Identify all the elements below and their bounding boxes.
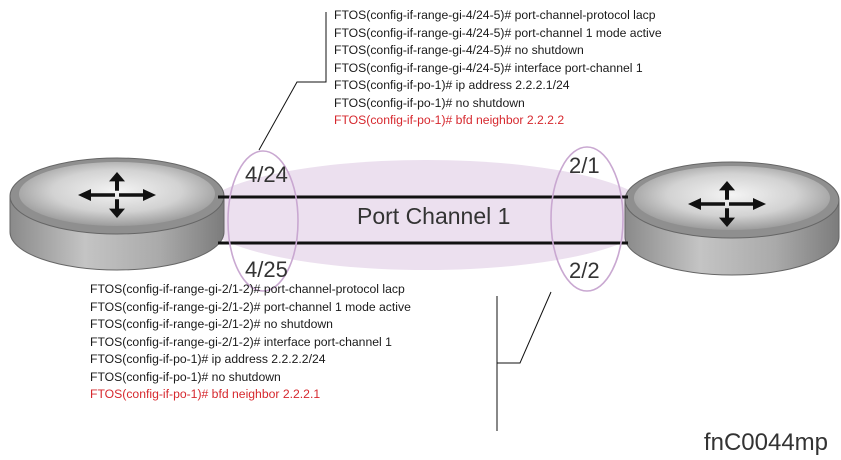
cli-line-highlighted: FTOS(config-if-po-1)# bfd neighbor 2.2.2…	[90, 387, 321, 401]
top-callout-leader	[258, 12, 327, 151]
cli-line: FTOS(config-if-range-gi-4/24-5)# no shut…	[334, 43, 584, 57]
port-label-4-24: 4/24	[245, 162, 288, 187]
cli-line: FTOS(config-if-range-gi-2/1-2)# no shutd…	[90, 317, 333, 331]
port-label-2-2: 2/2	[569, 258, 600, 283]
cli-line: FTOS(config-if-range-gi-4/24-5)# interfa…	[334, 60, 643, 75]
cli-line: FTOS(config-if-range-gi-4/24-5)# port-ch…	[334, 25, 662, 40]
cli-line: FTOS(config-if-range-gi-2/1-2)# port-cha…	[90, 282, 405, 296]
cli-line: FTOS(config-if-po-1)# ip address 2.2.2.1…	[334, 78, 570, 92]
port-label-4-25: 4/25	[245, 257, 288, 282]
cli-block-bottom: FTOS(config-if-range-gi-2/1-2)# port-cha…	[90, 281, 411, 404]
cli-line: FTOS(config-if-range-gi-2/1-2)# port-cha…	[90, 299, 411, 314]
cli-line: FTOS(config-if-po-1)# no shutdown	[334, 95, 525, 110]
bottom-callout-leader	[497, 291, 552, 364]
port-label-2-1: 2/1	[569, 153, 600, 178]
port-channel-label: Port Channel 1	[357, 203, 511, 229]
cli-line-highlighted: FTOS(config-if-po-1)# bfd neighbor 2.2.2…	[334, 113, 565, 127]
figure-id: fnC0044mp	[703, 429, 828, 456]
right-router	[624, 161, 840, 276]
cli-line: FTOS(config-if-range-gi-4/24-5)# port-ch…	[334, 8, 656, 22]
left-port-ring	[227, 150, 299, 292]
cli-line: FTOS(config-if-po-1)# ip address 2.2.2.2…	[90, 352, 326, 366]
cli-line: FTOS(config-if-range-gi-2/1-2)# interfac…	[90, 334, 392, 349]
left-router	[9, 157, 225, 271]
cli-line: FTOS(config-if-po-1)# no shutdown	[90, 369, 281, 384]
cli-block-top: FTOS(config-if-range-gi-4/24-5)# port-ch…	[334, 7, 662, 130]
right-port-ring	[550, 146, 624, 292]
